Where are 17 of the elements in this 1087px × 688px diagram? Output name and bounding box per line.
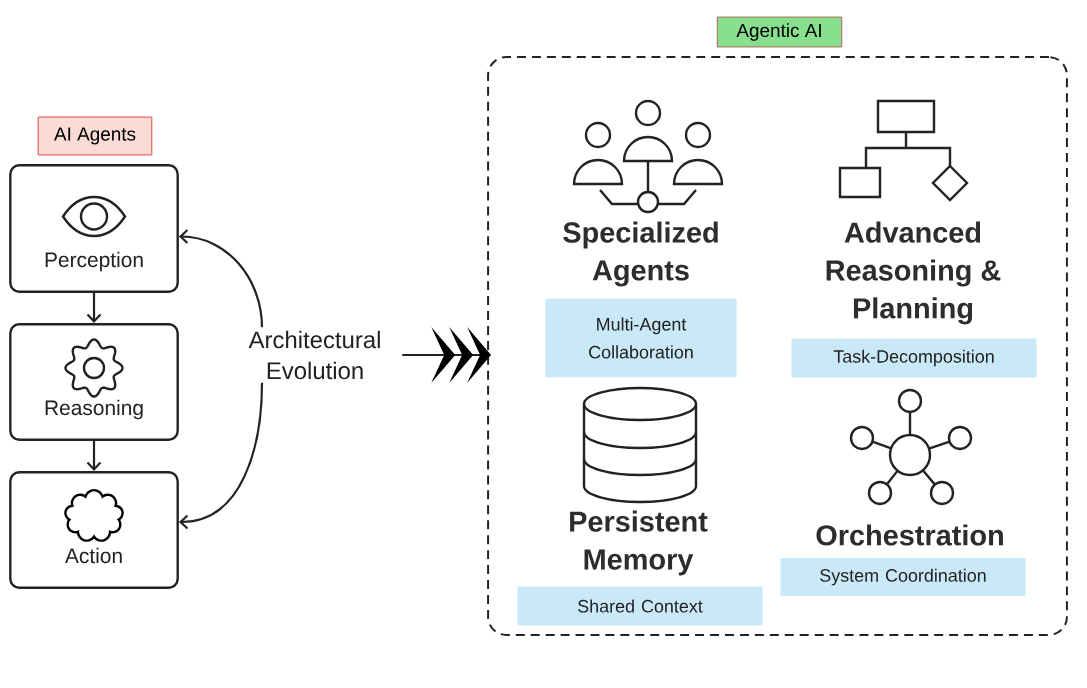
process-box: Reasoning <box>9 323 179 441</box>
subtitle-box: Multi-Agent Collaboration <box>545 298 737 378</box>
process-box: Perception <box>9 164 179 293</box>
subtitle-box: System Coordination <box>780 558 1026 596</box>
arrow <box>86 292 102 323</box>
feature-title: Persistent Memory <box>570 510 708 576</box>
arrow <box>86 440 102 471</box>
title-tag: Agentic AI <box>716 16 843 48</box>
feature-title: Orchestration <box>816 524 1003 546</box>
arrow <box>178 382 264 530</box>
caption-text: Architectural Evolution <box>248 330 380 380</box>
arrow <box>178 229 264 328</box>
subtitle-box: Task-Decomposition <box>791 338 1037 378</box>
title-tag: AI Agents <box>37 116 153 156</box>
feature-title: Advanced Reasoning & Planning <box>826 221 1001 325</box>
subtitle-box: Shared Context <box>517 586 763 626</box>
process-box: Action <box>9 471 179 589</box>
